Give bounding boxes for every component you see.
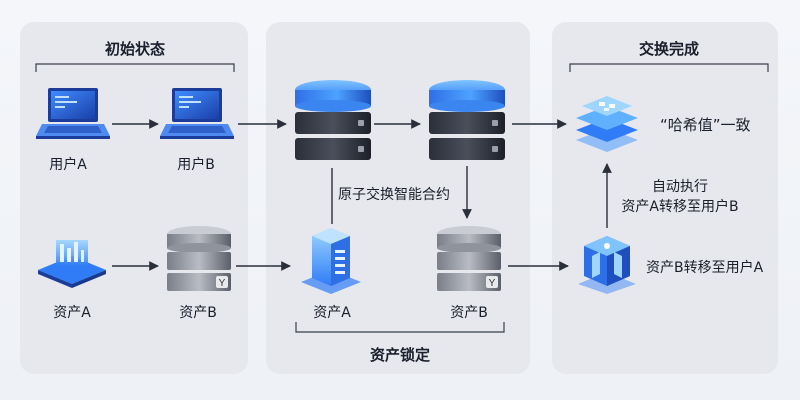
asset-b-left-label: 资产B bbox=[179, 305, 217, 321]
bracket-exchange-done bbox=[569, 63, 769, 72]
contract-label: 原子交换智能合约 bbox=[338, 187, 450, 203]
exchange-done-panel bbox=[552, 22, 778, 374]
isometric-chip-icon bbox=[38, 240, 106, 288]
blue-node-icon bbox=[578, 236, 636, 294]
laptop-icon bbox=[36, 88, 110, 139]
asset-a-left-label: 资产A bbox=[53, 305, 91, 321]
laptop-icon bbox=[160, 88, 234, 139]
exchange-done-title: 交换完成 bbox=[638, 40, 700, 58]
asset-b-mid-label: 资产B bbox=[450, 305, 488, 321]
bracket-asset-lock bbox=[295, 322, 505, 333]
server-stack-icon bbox=[429, 80, 505, 160]
hash-match-label: “哈希值”一致 bbox=[660, 116, 751, 134]
bracket-initial bbox=[35, 63, 235, 72]
user-a-label: 用户A bbox=[49, 157, 87, 173]
user-b-label: 用户B bbox=[177, 157, 215, 173]
asset-lock-title: 资产锁定 bbox=[369, 346, 431, 364]
initial-state-panel bbox=[20, 22, 248, 374]
asset-a-mid-label: 资产A bbox=[313, 305, 351, 321]
gray-server-y-icon: Y bbox=[167, 226, 231, 291]
stacked-layers-icon bbox=[576, 96, 638, 152]
auto-exec-line2: 资产A转移至用户B bbox=[621, 199, 739, 215]
isometric-chip-icon bbox=[301, 228, 361, 294]
auto-exec-line1: 自动执行 bbox=[652, 179, 708, 195]
server-stack-icon bbox=[295, 80, 371, 160]
svg-text:Y: Y bbox=[489, 278, 496, 289]
b-to-a-label: 资产B转移至用户A bbox=[646, 260, 764, 276]
initial-state-title: 初始状态 bbox=[104, 40, 166, 58]
svg-text:Y: Y bbox=[219, 278, 226, 289]
gray-server-y-icon: Y bbox=[437, 226, 501, 291]
contract-panel bbox=[266, 22, 530, 374]
